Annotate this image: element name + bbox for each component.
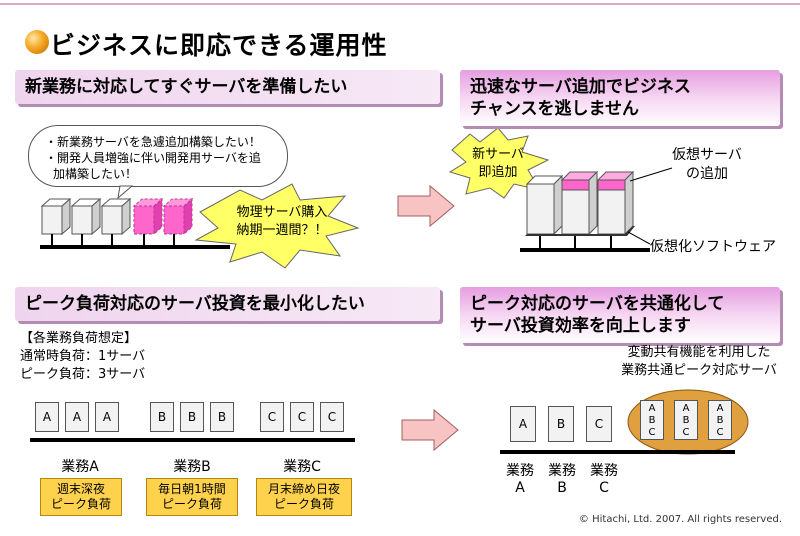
shared-line-a: A [682,403,690,414]
peak-a-line-1: 週末深夜 [56,482,105,496]
bubble-line-2: ・開発人員増強に伴い開発用サーバを追 [45,151,261,165]
server-br-b: B [548,406,574,442]
peak-c-line-1: 月末締め日夜 [267,482,340,496]
shared-server-2: A B C [674,400,698,440]
shared-line-c: C [716,427,724,438]
server-a1: A [35,402,59,432]
peak-c-line-2: ピーク負荷 [273,497,334,511]
group-label-c: 業務C [283,459,321,475]
shared-line-c: C [648,427,656,438]
group-label-a: 業務A [61,459,99,475]
bullet-orb-icon [25,30,49,54]
shared-line-a: A [648,403,656,414]
br-label-c: C [599,480,609,496]
br-label-gyomu-1: 業務 [506,463,534,479]
br-label-a: A [515,480,525,496]
shared-line-b: B [716,415,724,426]
shared-server-3: A B C [708,400,732,440]
burst-text-left: 物理サーバ購入 納期一週間？！ [232,204,332,240]
group-label-b: 業務B [173,459,211,475]
speech-bubble: ・新業務サーバを急遽追加構築したい！ ・開発人員増強に伴い開発用サーバを追 加構… [28,125,288,187]
burst-right-line-1: 新サーバ [472,147,524,162]
server-groups: A A A B B B C C C [30,394,360,444]
burst-shape-left [194,183,360,269]
shared-caption-line-1: 変動共有機能を利用した [627,345,771,360]
top-rule [0,3,800,5]
label-virtual-line-2: の追加 [686,166,728,182]
assumptions-normal: 通常時負荷：1サーバ [20,349,146,364]
server-row-top-left [40,197,230,249]
banner-peak-load: ピーク負荷対応のサーバ投資を最小化したい [15,287,440,321]
copyright-notice: © Hitachi, Ltd. 2007. All rights reserve… [578,514,782,525]
banner-quick-add: 迅速なサーバ追加でビジネス チャンスを逃しません [460,70,780,126]
server-box-new [162,197,194,236]
banner-shared-peak: ピーク対応のサーバを共通化して サーバ投資効率を向上します [460,287,780,343]
br-label-gyomu-2: 業務 [548,463,576,479]
banner-shared-line-2: サーバ投資効率を向上します [470,316,691,336]
arrow-top [397,184,455,228]
arrow-bottom [401,408,459,452]
server-b2: B [180,402,204,432]
server-b3: B [210,402,234,432]
shared-server-1: A B C [640,400,664,440]
label-virtualization-software: 仮想化ソフトウェア [650,239,776,255]
peak-box-c: 月末締め日夜 ピーク負荷 [256,478,352,516]
server-box [70,197,102,236]
bubble-tail [117,185,134,200]
server-box [40,197,72,236]
banner-quick-add-line-2: チャンスを逃しません [470,99,639,119]
server-c3: C [320,402,344,432]
shared-server-caption: 変動共有機能を利用した 業務共通ピーク対応サーバ [604,344,794,380]
br-label-gyomu-3: 業務 [590,463,618,479]
shared-line-a: A [716,403,724,414]
banner-new-business: 新業務に対応してすぐサーバを準備したい [15,70,440,104]
server-a2: A [65,402,89,432]
banner-shared-line-1: ピーク対応のサーバを共通化して [470,294,725,314]
server-row-top-right [520,167,673,252]
bubble-line-3: 加構築したい！ [53,167,138,181]
peak-b-line-2: ピーク負荷 [161,497,222,511]
label-virtual-line-1: 仮想サーバ [672,147,742,163]
server-box [100,197,132,236]
burst-left-line-2: 納期一週間？！ [236,223,328,238]
label-virtual-server: 仮想サーバ の追加 [662,146,752,184]
burst-left-line-1: 物理サーバ購入 [236,205,328,220]
page-title: ビジネスに即応できる運用性 [50,31,388,60]
peak-a-line-2: ピーク負荷 [50,497,111,511]
server-c2: C [290,402,314,432]
shared-line-b: B [682,415,690,426]
assumptions-peak: ピーク負荷：3サーバ [20,367,146,382]
peak-box-a: 週末深夜 ピーク負荷 [40,478,122,516]
shared-line-b: B [648,415,656,426]
shared-caption-line-2: 業務共通ピーク対応サーバ [621,363,777,378]
assumptions-title: 【各業務負荷想定】 [20,331,138,346]
assumptions-block: 【各業務負荷想定】 通常時負荷：1サーバ ピーク負荷：3サーバ [20,330,145,384]
peak-box-b: 毎日朝1時間 ピーク負荷 [146,478,238,516]
server-box-new [132,197,164,236]
bubble-line-1: ・新業務サーバを急遽追加構築したい！ [45,135,261,149]
server-br-a: A [510,406,536,442]
server-box-virtual [596,170,635,236]
server-box-virtual [560,170,599,236]
peak-b-line-1: 毎日朝1時間 [158,482,226,496]
burst-right-line-2: 即追加 [478,165,518,180]
server-box-tall [525,174,564,236]
server-br-c: C [586,406,612,442]
server-a3: A [95,402,119,432]
banner-quick-add-line-1: 迅速なサーバ追加でビジネス [470,77,691,97]
burst-text-right: 新サーバ 即追加 [462,146,534,182]
server-c1: C [260,402,284,432]
br-label-b: B [557,480,567,496]
shared-line-c: C [682,427,690,438]
server-b1: B [150,402,174,432]
